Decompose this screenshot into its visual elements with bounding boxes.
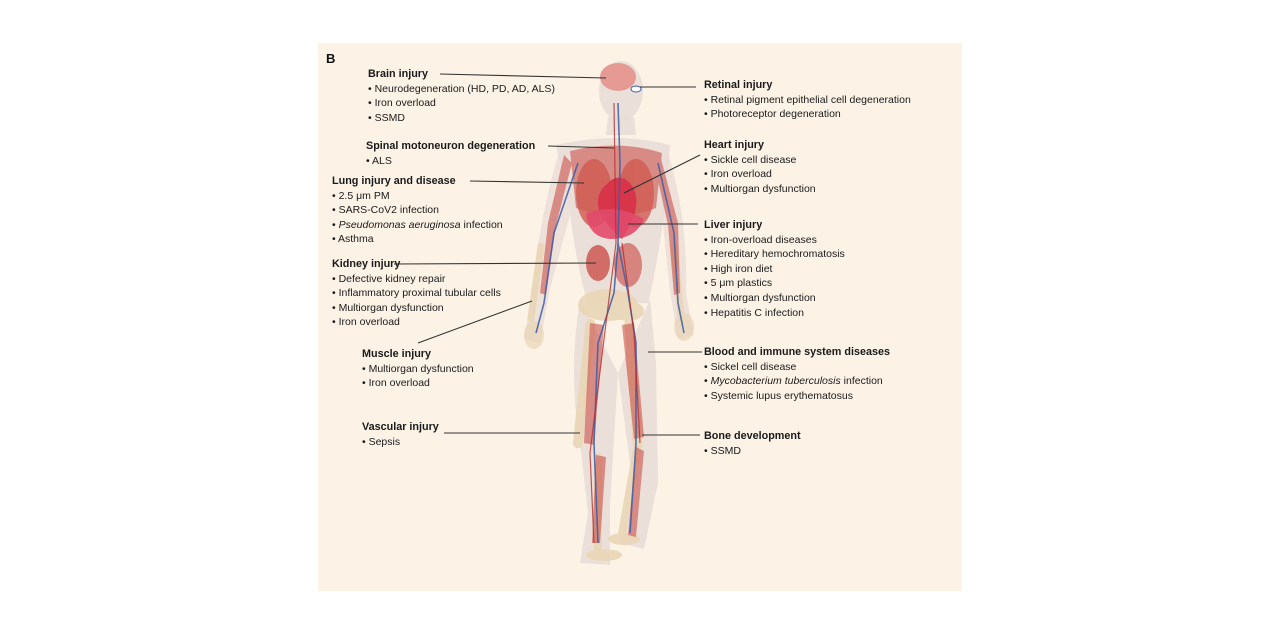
liver-title: Liver injury <box>704 219 763 231</box>
blood-item: Sickel cell disease <box>704 360 890 375</box>
kidney-item: Iron overload <box>332 315 501 330</box>
muscle-title: Muscle injury <box>362 348 431 360</box>
heart-item: Sickle cell disease <box>704 153 816 168</box>
liver-item: Iron-overload diseases <box>704 233 845 248</box>
blood-vessels <box>535 102 685 544</box>
muscle-item: Iron overload <box>362 376 474 391</box>
spinal-title: Spinal motoneuron degeneration <box>366 140 536 152</box>
lung-title: Lung injury and disease <box>332 175 456 187</box>
liver-group: Liver injury Iron-overload diseases Here… <box>704 218 845 320</box>
brain-organ <box>600 63 636 91</box>
lung-item-pseudomonas: Pseudomonas aeruginosa infection <box>332 218 503 233</box>
bone-title: Bone development <box>704 430 801 442</box>
retinal-item: Retinal pigment epithelial cell degenera… <box>704 93 911 108</box>
vascular-item: Sepsis <box>362 435 439 450</box>
liver-item: High iron diet <box>704 262 845 277</box>
heart-group: Heart injury Sickle cell disease Iron ov… <box>704 138 816 196</box>
blood-group: Blood and immune system diseases Sickel … <box>704 345 890 403</box>
liver-item: 5 μm plastics <box>704 276 845 291</box>
bone-group: Bone development SSMD <box>704 429 801 458</box>
lung-group: Lung injury and disease 2.5 μm PM SARS-C… <box>332 174 503 247</box>
heart-item: Iron overload <box>704 167 816 182</box>
spinal-group: Spinal motoneuron degeneration ALS <box>366 139 535 168</box>
liver-item: Hereditary hemochromatosis <box>704 247 845 262</box>
vascular-title: Vascular injury <box>362 421 439 433</box>
brain-injury-group: Brain injury Neurodegeneration (HD, PD, … <box>368 67 555 125</box>
retinal-group: Retinal injury Retinal pigment epithelia… <box>704 78 911 122</box>
spinal-item: ALS <box>366 154 535 169</box>
liver-item: Multiorgan dysfunction <box>704 291 845 306</box>
bone-item: SSMD <box>704 444 801 459</box>
human-anatomy-figure-icon <box>393 61 702 565</box>
brain-injury-item: SSMD <box>368 111 555 126</box>
brain-injury-item: Iron overload <box>368 96 555 111</box>
kidney-group: Kidney injury Defective kidney repair In… <box>332 257 501 330</box>
mycobacterium-italic: Mycobacterium tuberculosis <box>710 375 841 388</box>
lung-item: Asthma <box>332 232 503 247</box>
blood-title: Blood and immune system diseases <box>704 346 891 358</box>
vascular-group: Vascular injury Sepsis <box>362 420 439 449</box>
blood-item: Systemic lupus erythematosus <box>704 389 890 404</box>
leader-brain <box>439 73 607 79</box>
leader-spinal <box>547 145 615 149</box>
muscle-group: Muscle injury Multiorgan dysfunction Iro… <box>362 347 474 391</box>
leader-heart <box>623 154 701 194</box>
leader-kidney <box>393 262 597 265</box>
heart-title: Heart injury <box>704 139 764 151</box>
kidney-item: Multiorgan dysfunction <box>332 301 501 316</box>
retinal-title: Retinal injury <box>704 79 773 91</box>
kidney-item: Inflammatory proximal tubular cells <box>332 286 501 301</box>
kidney-organ <box>586 245 610 281</box>
lung-item: 2.5 μm PM <box>332 189 503 204</box>
blood-item-mycobacterium: Mycobacterium tuberculosis infection <box>704 374 890 389</box>
mycobacterium-rest: infection <box>840 375 883 388</box>
anatomy-figure-panel: B Brain injury Neurodegeneration (HD, PD… <box>318 43 962 591</box>
liver-organ <box>586 209 644 239</box>
retinal-item: Photoreceptor degeneration <box>704 107 911 122</box>
pseudomonas-rest: infection <box>460 218 503 231</box>
lung-item: SARS-CoV2 infection <box>332 203 503 218</box>
brain-injury-title: Brain injury <box>368 68 428 80</box>
kidney-title: Kidney injury <box>332 258 401 270</box>
heart-item: Multiorgan dysfunction <box>704 182 816 197</box>
brain-injury-item: Neurodegeneration (HD, PD, AD, ALS) <box>368 82 555 97</box>
liver-item: Hepatitis C infection <box>704 306 845 321</box>
pseudomonas-italic: Pseudomonas aeruginosa <box>338 218 461 231</box>
leader-lung <box>469 180 585 184</box>
muscle-item: Multiorgan dysfunction <box>362 362 474 377</box>
kidney-item: Defective kidney repair <box>332 272 501 287</box>
panel-label: B <box>326 51 336 66</box>
